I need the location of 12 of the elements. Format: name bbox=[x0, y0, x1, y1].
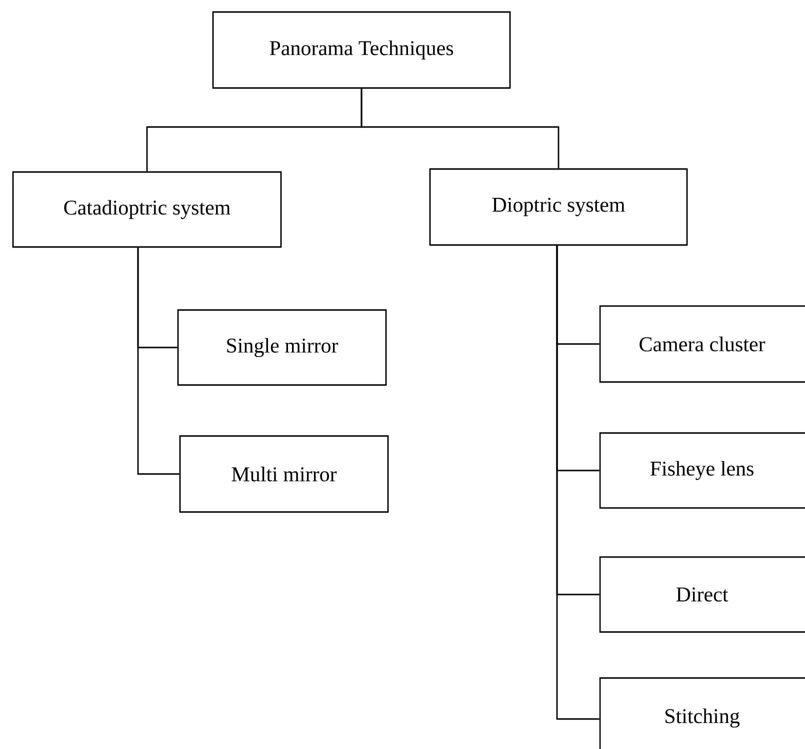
connector-line bbox=[556, 246, 600, 720]
box: Stitching bbox=[599, 677, 805, 749]
box: Camera cluster bbox=[599, 305, 805, 383]
connector-line bbox=[360, 88, 560, 168]
box: Fisheye lens bbox=[599, 432, 805, 509]
box: Single mirror bbox=[177, 309, 387, 386]
box: Multi mirror bbox=[179, 435, 389, 513]
box: Panorama Techniques bbox=[212, 11, 511, 89]
box: Catadioptric system bbox=[12, 171, 282, 248]
box: Dioptric system bbox=[429, 168, 688, 246]
connector-line bbox=[137, 248, 180, 475]
box: Direct bbox=[599, 556, 805, 633]
